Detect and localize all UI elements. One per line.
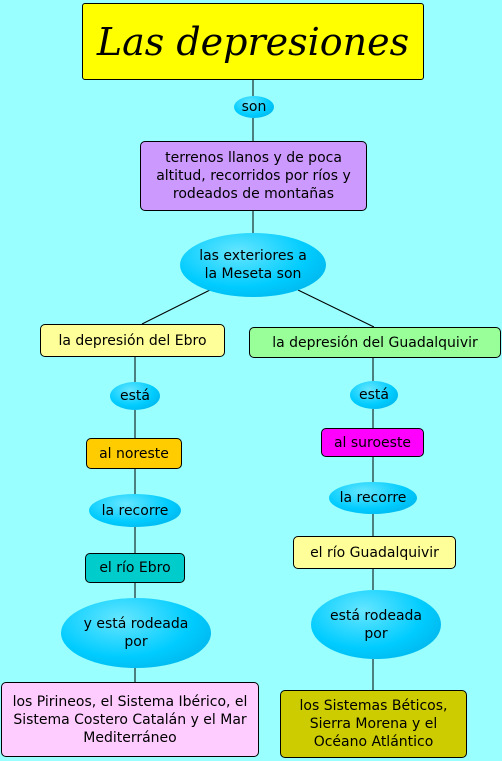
- ebro-location-box: al noreste: [86, 438, 182, 469]
- link-guadalquivir-recorre: la recorre: [329, 482, 417, 514]
- link-guadalquivir-rodeada: está rodeada por: [311, 590, 441, 659]
- page-title: Las depresiones: [82, 3, 424, 80]
- ebro-mountains-box: los Pirineos, el Sistema Ibérico, el Sis…: [1, 682, 259, 757]
- ebro-river-box: el río Ebro: [85, 553, 185, 583]
- guadalquivir-river-box: el río Guadalquivir: [293, 536, 456, 569]
- ebro-depression-box: la depresión del Ebro: [40, 324, 225, 357]
- link-ebro-esta: está: [110, 382, 160, 410]
- link-guadalquivir-esta: está: [350, 381, 398, 409]
- guadalquivir-mountains-box: los Sistemas Béticos, Sierra Morena y el…: [280, 690, 467, 758]
- link-exteriores: las exteriores a la Meseta son: [180, 233, 326, 297]
- link-ebro-rodeada: y está rodeada por: [61, 598, 211, 668]
- guadalquivir-depression-box: la depresión del Guadalquivir: [249, 327, 501, 358]
- link-son: son: [234, 96, 274, 118]
- definition-box: terrenos llanos y de poca altitud, recor…: [140, 141, 367, 211]
- guadalquivir-location-box: al suroeste: [321, 428, 424, 457]
- link-ebro-recorre: la recorre: [89, 494, 181, 527]
